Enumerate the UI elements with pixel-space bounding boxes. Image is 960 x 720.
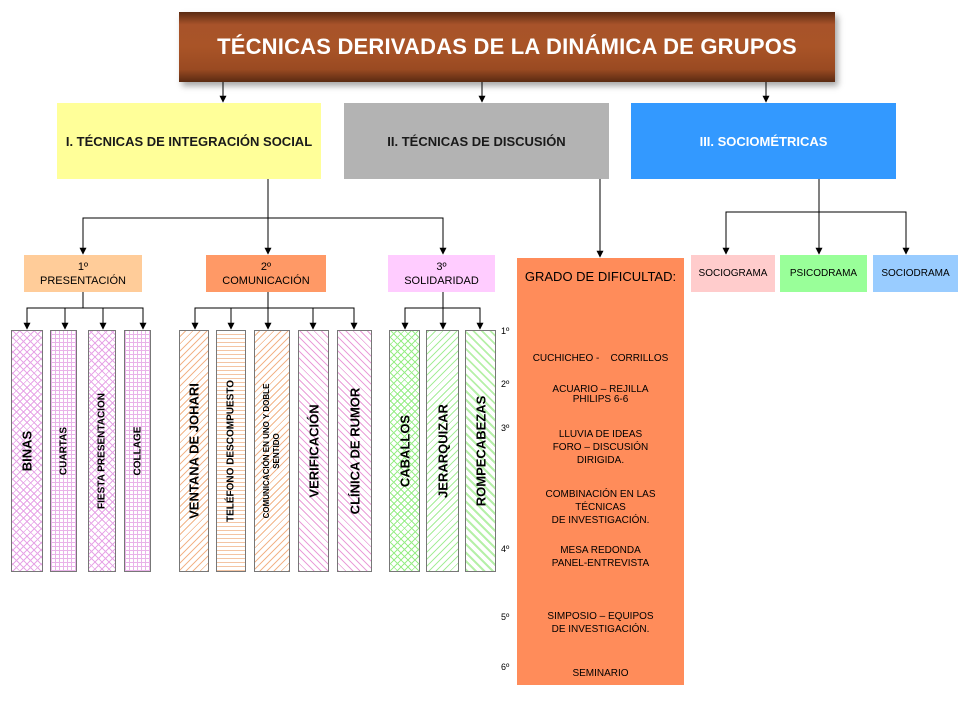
technique-label: VENTANA DE JOHARI (186, 383, 202, 519)
difficulty-line: SIMPOSIO – EQUIPOS (547, 611, 654, 622)
difficulty-line: DIRIGIDA. (576, 455, 625, 466)
difficulty-level-1: 1º (501, 326, 510, 336)
difficulty-item-6: SEMINARIO (517, 667, 684, 680)
difficulty-panel: GRADO DE DIFICULTAD: CUCHICHEO - CORRILL… (517, 258, 684, 685)
difficulty-line: ACUARIO – REJILLA (552, 384, 649, 395)
difficulty-item-3b: COMBINACIÓN EN LAS TÉCNICAS DE INVESTIGA… (517, 488, 684, 527)
difficulty-item-5: SIMPOSIO – EQUIPOS DE INVESTIGACIÓN. (517, 610, 684, 636)
technique-collage: COLLAGE (124, 330, 151, 572)
main-title: TÉCNICAS DERIVADAS DE LA DINÁMICA DE GRU… (179, 12, 835, 82)
technique-binas: BINAS (11, 330, 43, 572)
sociometric-sociodrama: SOCIODRAMA (873, 255, 958, 292)
difficulty-line: MESA REDONDA (560, 545, 641, 556)
difficulty-title: GRADO DE DIFICULTAD: (524, 269, 677, 284)
technique-fiesta-presentacion: FIESTA PRESENTACION (88, 330, 116, 572)
difficulty-line: PANEL-ENTREVISTA (551, 558, 650, 569)
difficulty-level-5: 5º (501, 612, 510, 622)
difficulty-item-3a: LLUVIA DE IDEAS FORO – DISCUSIÓN DIRIGID… (517, 428, 684, 467)
technique-ventana-de-johari: VENTANA DE JOHARI (179, 330, 209, 572)
technique-label: FIESTA PRESENTACION (96, 393, 108, 509)
technique-label: BINAS (19, 430, 35, 472)
technique-label: TELÉFONO DESCOMPUESTO (225, 379, 237, 523)
difficulty-line: SEMINARIO (572, 668, 629, 679)
difficulty-level-6: 6º (501, 662, 510, 672)
difficulty-line: PHILIPS 6-6 (572, 394, 629, 405)
difficulty-line: LLUVIA DE IDEAS (558, 429, 643, 440)
sociometric-sociograma: SOCIOGRAMA (691, 255, 775, 292)
technique-rompecabezas: ROMPECABEZAS (465, 330, 496, 572)
technique-cuartas: CUARTAS (50, 330, 77, 572)
technique-label: CABALLOS (397, 414, 412, 488)
stage-label: COMUNICACIÓN (222, 274, 310, 287)
sociometric-psicodrama: PSICODRAMA (780, 255, 867, 292)
technique-label: VERIFICACIÓN (306, 404, 321, 498)
category-integration-social: I. TÉCNICAS DE INTEGRACIÓN SOCIAL (57, 103, 321, 179)
technique-label: JERARQUIZAR (435, 404, 450, 498)
technique-clinica-de-rumor: CLÍNICA DE RUMOR (337, 330, 372, 572)
stage-number: 2º (260, 260, 272, 273)
technique-label: COMUNICACIÓN EN UNO Y DOBLE SENTIDO (262, 383, 281, 519)
difficulty-item-1: CUCHICHEO - CORRILLOS PHILIPS 6-6 (517, 326, 684, 432)
difficulty-line: FORO – DISCUSIÓN (552, 442, 649, 453)
difficulty-line: CUCHICHEO - CORRILLOS (532, 353, 669, 364)
difficulty-level-3: 3º (501, 423, 510, 433)
stage-label: PRESENTACIÓN (40, 274, 126, 287)
stage-communication: 2º COMUNICACIÓN (206, 255, 326, 292)
difficulty-line: DE INVESTIGACIÓN. (551, 624, 650, 635)
technique-jerarquizar: JERARQUIZAR (426, 330, 459, 572)
difficulty-line: COMBINACIÓN EN LAS (545, 489, 656, 500)
difficulty-level-2: 2º (501, 379, 510, 389)
stage-number: 1º (77, 260, 89, 273)
difficulty-level-4: 4º (501, 544, 510, 554)
difficulty-item-4: MESA REDONDA PANEL-ENTREVISTA (517, 544, 684, 570)
technique-verificacion: VERIFICACIÓN (298, 330, 329, 572)
stage-label: SOLIDARIDAD (404, 274, 479, 287)
technique-label: ROMPECABEZAS (473, 395, 488, 507)
difficulty-line: TÉCNICAS (575, 502, 626, 513)
stage-presentation: 1º PRESENTACIÓN (24, 255, 142, 292)
category-discussion: II. TÉCNICAS DE DISCUSIÓN (344, 103, 609, 179)
category-sociometric: III. SOCIOMÉTRICAS (631, 103, 896, 179)
technique-label: COLLAGE (132, 426, 143, 476)
difficulty-line: DE INVESTIGACIÓN. (551, 515, 650, 526)
technique-comunicacion-uno-doble-sentido: COMUNICACIÓN EN UNO Y DOBLE SENTIDO (254, 330, 290, 572)
technique-label: CLÍNICA DE RUMOR (347, 387, 362, 515)
technique-telefono-descompuesto: TELÉFONO DESCOMPUESTO (216, 330, 246, 572)
stage-solidarity: 3º SOLIDARIDAD (388, 255, 495, 292)
technique-label: CUARTAS (58, 426, 69, 476)
technique-caballos: CABALLOS (389, 330, 420, 572)
difficulty-item-2: ACUARIO – REJILLA (517, 383, 684, 396)
stage-number: 3º (436, 260, 447, 273)
